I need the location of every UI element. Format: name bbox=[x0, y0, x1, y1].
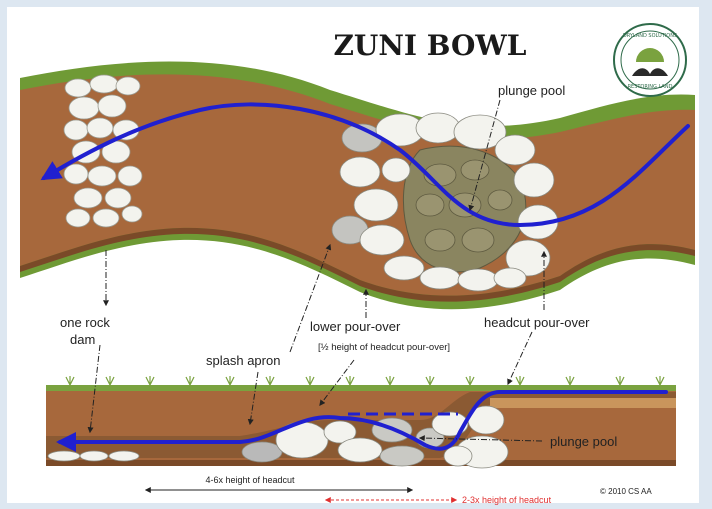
label-lower-pour-over-note: [½ height of headcut pour-over] bbox=[318, 342, 450, 353]
logo: DRYLAND SOLUTIONS RESTORING LAND bbox=[614, 24, 686, 96]
one-rock-dam-section bbox=[48, 451, 139, 461]
label-dim-2-3x: 2-3x height of headcut bbox=[462, 495, 552, 505]
logo-text-top: DRYLAND SOLUTIONS bbox=[623, 33, 677, 39]
dimension-2-3x: 2-3x height of headcut bbox=[326, 495, 552, 505]
label-one-rock-dam-1: one rock bbox=[60, 315, 110, 330]
logo-text-bottom: RESTORING LAND bbox=[628, 84, 673, 90]
label-lower-pour-over: lower pour-over bbox=[310, 319, 401, 334]
label-one-rock-dam-2: dam bbox=[70, 332, 95, 347]
plan-view bbox=[20, 61, 695, 309]
label-plunge-pool-top: plunge pool bbox=[498, 83, 565, 98]
section-view bbox=[46, 376, 676, 468]
label-dim-4-6x: 4-6x height of headcut bbox=[205, 475, 295, 485]
section-stratum bbox=[490, 398, 676, 408]
copyright: © 2010 CS AA bbox=[600, 487, 652, 496]
dimension-4-6x: 4-6x height of headcut bbox=[146, 475, 412, 490]
label-headcut-pour-over: headcut pour-over bbox=[484, 315, 590, 330]
label-plunge-pool-bottom: plunge pool bbox=[550, 434, 617, 449]
label-splash-apron: splash apron bbox=[206, 353, 280, 368]
diagram-title: ZUNI BOWL bbox=[333, 29, 526, 62]
grass-tufts bbox=[66, 376, 664, 385]
